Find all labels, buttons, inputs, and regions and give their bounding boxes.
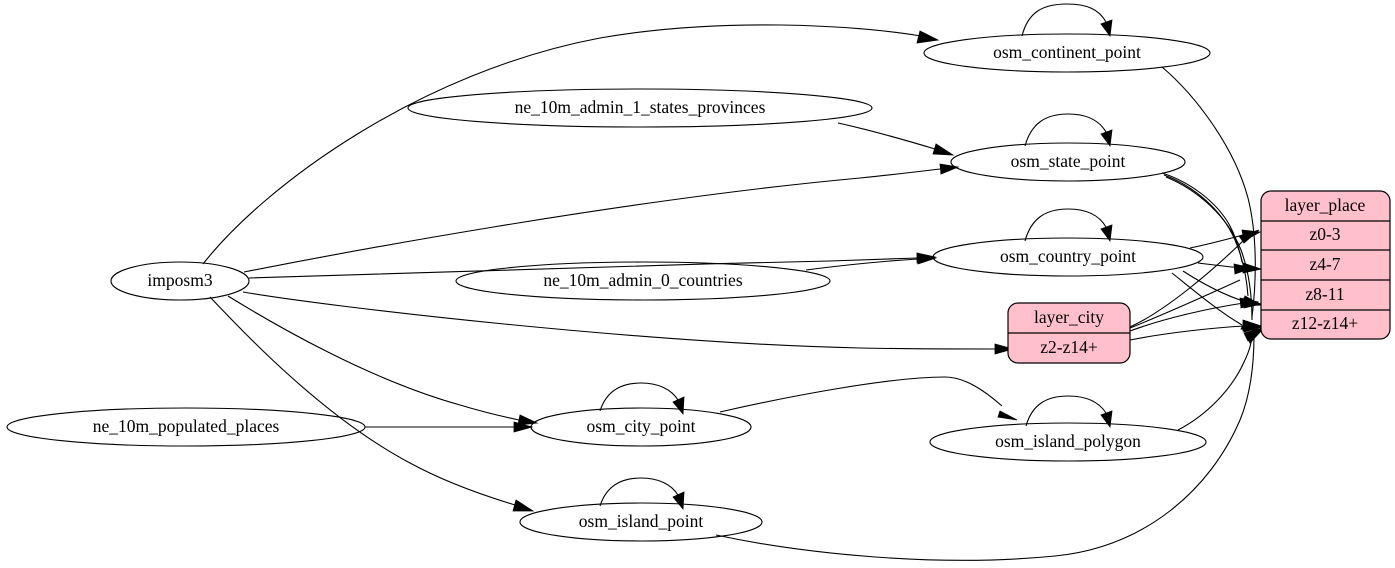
layer_city-header: layer_city — [1034, 307, 1104, 327]
node-label: imposm3 — [147, 270, 212, 290]
arrowhead — [1243, 320, 1263, 332]
node-shape — [519, 502, 763, 542]
arrowhead — [939, 163, 960, 175]
node-shape — [455, 261, 831, 301]
node-shape — [530, 407, 752, 447]
edge-layer_city-to-layer_place-z0 — [1129, 279, 1241, 329]
arrowhead — [917, 253, 938, 265]
edge-imposm3-to-osm_city_point — [227, 295, 520, 421]
edge-osm_continent_point-to-layer_place-z12 — [1161, 66, 1256, 318]
node-label: osm_state_point — [1011, 151, 1126, 171]
layer_place-body — [1260, 190, 1391, 340]
edge-layer_city-to-layer_place-z8 — [1129, 302, 1245, 332]
node-shape — [923, 33, 1211, 73]
edge-layer_city-to-layer_place-z0-b — [1129, 240, 1244, 328]
arrowhead — [672, 491, 685, 511]
node-osm_island_polygon[interactable]: osm_island_polygon — [929, 422, 1207, 462]
edge-osm_island_polygon-to-layer_place-z12 — [1177, 332, 1253, 431]
edge-layer_city-to-layer_place-z12 — [1129, 325, 1245, 341]
layer_place-row-z0-3[interactable]: z0-3 — [1309, 224, 1340, 244]
node-osm_continent_point[interactable]: osm_continent_point — [923, 33, 1211, 73]
arrowhead — [1100, 19, 1113, 38]
arrowhead — [513, 421, 534, 433]
arrowhead — [1100, 129, 1113, 148]
edge-ne_10m_admin_0_countries-to-osm_country_point — [805, 258, 919, 271]
edge-osm_country_point-to-layer_place-z12 — [1171, 272, 1243, 326]
node-layer: imposm3 ne_10m_admin_1_states_provinces … — [6, 33, 1211, 542]
node-shape — [110, 261, 250, 301]
node-ne_10m_admin_0_countries[interactable]: ne_10m_admin_0_countries — [455, 261, 831, 301]
edge-osm_state_point-to-layer_place-z4 — [1161, 172, 1243, 263]
node-osm_island_point[interactable]: osm_island_point — [519, 502, 763, 542]
node-label: ne_10m_populated_places — [93, 416, 280, 436]
node-label: ne_10m_admin_1_states_provinces — [515, 97, 766, 117]
arrowhead — [1100, 410, 1113, 429]
edge-osm_state_point-self-loop — [1024, 113, 1107, 147]
layer_place-row-z12-z14plus[interactable]: z12-z14+ — [1292, 313, 1358, 333]
node-shape — [407, 88, 873, 128]
node-osm_country_point[interactable]: osm_country_point — [932, 237, 1204, 277]
layer_place-row-z8-11[interactable]: z8-11 — [1305, 284, 1344, 304]
edge-imposm3-to-osm_state_point — [243, 168, 941, 273]
node-ne_10m_populated_places[interactable]: ne_10m_populated_places — [6, 407, 366, 447]
node-label: osm_continent_point — [993, 42, 1141, 62]
edge-osm_city_point-self-loop — [599, 382, 679, 412]
node-label: osm_country_point — [1000, 246, 1136, 266]
edge-osm_city_point-to-osm_island_polygon — [719, 376, 1003, 413]
node-ne_10m_admin_1_states_provinces[interactable]: ne_10m_admin_1_states_provinces — [407, 88, 873, 128]
arrowhead — [997, 410, 1018, 421]
node-label: ne_10m_admin_0_countries — [543, 270, 742, 290]
node-label: osm_city_point — [587, 416, 696, 436]
edge-imposm3-to-osm_island_point — [209, 296, 516, 506]
layer_place-header: layer_place — [1285, 195, 1366, 215]
edge-osm_island_polygon-self-loop — [1025, 395, 1107, 427]
edge-osm_state_point-to-layer_place-z8 — [1163, 174, 1249, 297]
node-osm_state_point[interactable]: osm_state_point — [950, 142, 1186, 182]
node-osm_city_point[interactable]: osm_city_point — [530, 407, 752, 447]
arrowhead — [672, 396, 685, 416]
layer_city-row-z2-z14plus[interactable]: z2-z14+ — [1040, 337, 1098, 357]
node-shape — [6, 407, 366, 447]
node-label: osm_island_point — [579, 511, 704, 531]
arrowhead — [1243, 297, 1263, 309]
edge-osm_country_point-to-layer_place-z8 — [1182, 270, 1244, 302]
arrowhead — [1245, 328, 1264, 344]
edge-osm_continent_point-self-loop — [1021, 3, 1107, 37]
edge-osm_country_point-to-layer_place-z4 — [1197, 262, 1244, 269]
arrowhead — [994, 343, 1015, 355]
record-node-layer_city[interactable]: layer_city z2-z14+ — [1007, 302, 1131, 364]
arrowhead — [512, 499, 535, 512]
arrowhead — [916, 30, 940, 44]
edge-imposm3-to-osm_country_point — [248, 257, 918, 279]
edge-imposm3-to-layer_city — [242, 291, 996, 350]
edge-osm_country_point-self-loop — [1024, 208, 1107, 242]
record-node-layer: layer_place z0-3 z4-7 z8-11 z12-z14+ lay… — [1007, 190, 1391, 364]
record-node-layer_place[interactable]: layer_place z0-3 z4-7 z8-11 z12-z14+ — [1260, 190, 1391, 340]
edge-osm_island_point-to-layer_place-z12 — [715, 334, 1255, 561]
node-shape — [932, 237, 1204, 277]
layer_place-row-z4-7[interactable]: z4-7 — [1309, 254, 1340, 274]
arrowhead — [517, 414, 539, 426]
arrowhead — [932, 143, 955, 156]
arrowhead — [1238, 229, 1260, 244]
node-imposm3[interactable]: imposm3 — [110, 261, 250, 301]
node-label: osm_island_polygon — [995, 431, 1141, 451]
arrowhead — [1242, 262, 1263, 274]
edge-imposm3-to-osm_continent_point — [202, 24, 922, 265]
node-shape — [950, 142, 1186, 182]
arrowhead — [1100, 224, 1113, 243]
node-shape — [929, 422, 1207, 462]
edge-osm_island_point-self-loop — [599, 477, 679, 507]
edge-ne_10m_admin_1_states_provinces-to-osm_state_point — [837, 122, 936, 150]
